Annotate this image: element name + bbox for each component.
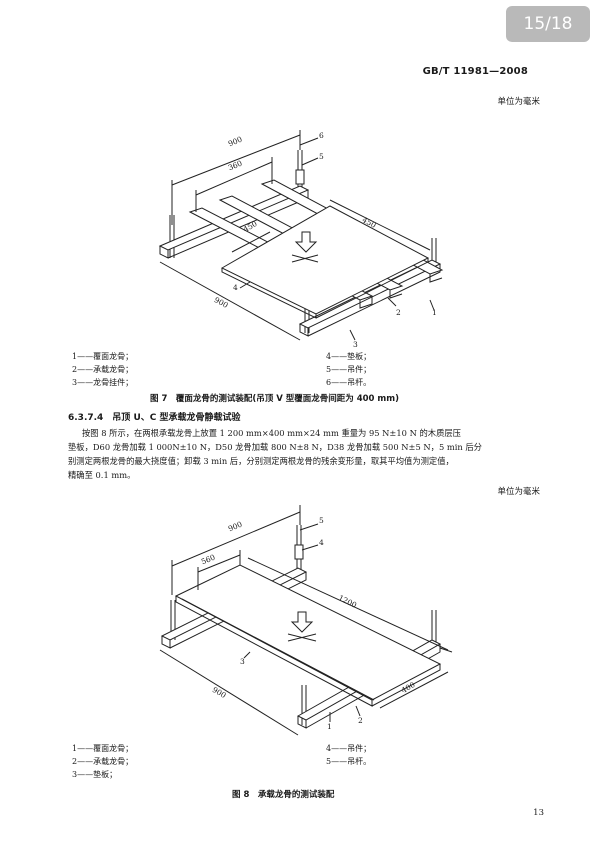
fig7-callout-1: 1 xyxy=(432,308,437,317)
page-indicator: 15/18 xyxy=(506,6,590,42)
fig8-caption: 图 8 承载龙骨的测试装配 xyxy=(232,790,335,800)
fig7-callout-6: 6 xyxy=(319,131,324,140)
legend-item: 5——吊杆。 xyxy=(326,757,372,766)
fig7-callout-4: 4 xyxy=(233,283,238,292)
standard-code: GB/T 11981—2008 xyxy=(422,66,528,77)
section-heading: 6.3.7.4 吊顶 U、C 型承载龙骨静载试验 xyxy=(68,413,241,423)
legend-item: 3——龙骨挂件； xyxy=(72,378,134,387)
fig8-legend-left: 1——覆面龙骨； 2——承载龙骨； 3——垫板； xyxy=(72,742,133,781)
legend-item: 4——垫板； xyxy=(326,352,372,361)
fig8-callout-5: 5 xyxy=(319,516,324,525)
body-line: 精确至 0.1 mm。 xyxy=(68,470,136,480)
fig7-legend-left: 1——覆面龙骨； 2——承载龙骨； 3——龙骨挂件； xyxy=(72,350,133,389)
fig7-callout-2: 2 xyxy=(396,308,401,317)
fig7-callout-5: 5 xyxy=(319,152,324,161)
fig7-legend-right: 4——垫板； 5——吊件； 6——吊杆。 xyxy=(326,350,371,389)
legend-item: 2——承载龙骨； xyxy=(72,365,134,374)
fig8-callout-3: 3 xyxy=(240,657,245,666)
fig8-callout-4: 4 xyxy=(319,538,324,547)
fig8-legend-right: 4——吊件； 5——吊杆。 xyxy=(326,742,371,768)
legend-item: 3——垫板； xyxy=(72,770,118,779)
fig8-callout-1: 1 xyxy=(327,722,332,731)
unit-note-fig8: 单位为毫米 xyxy=(497,487,540,497)
fig7-caption: 图 7 覆面龙骨的测试装配(吊顶 V 型覆面龙骨间距为 400 mm) xyxy=(150,394,400,404)
fig8-callout-2: 2 xyxy=(358,716,363,725)
fig7-callout-3: 3 xyxy=(353,340,358,349)
page-number: 13 xyxy=(533,808,544,818)
unit-note-fig7: 单位为毫米 xyxy=(497,97,540,107)
body-line: 别测定两根龙骨的最大挠度值；卸载 3 min 后，分别测定两根龙骨的残余变形量，… xyxy=(68,456,454,466)
body-line: 按图 8 所示，在两根承载龙骨上放置 1 200 mm×400 mm×24 mm… xyxy=(82,428,461,438)
legend-item: 4——吊件； xyxy=(326,744,372,753)
legend-item: 1——覆面龙骨； xyxy=(72,352,134,361)
legend-item: 5——吊件； xyxy=(326,365,372,374)
section-body: 按图 8 所示，在两根承载龙骨上放置 1 200 mm×400 mm×24 mm… xyxy=(68,426,538,482)
body-line: 垫板，D60 龙骨加载 1 000N±10 N，D50 龙骨加载 800 N±8… xyxy=(68,442,482,452)
legend-item: 6——吊杆。 xyxy=(326,378,372,387)
legend-item: 1——覆面龙骨； xyxy=(72,744,134,753)
legend-item: 2——承载龙骨； xyxy=(72,757,134,766)
